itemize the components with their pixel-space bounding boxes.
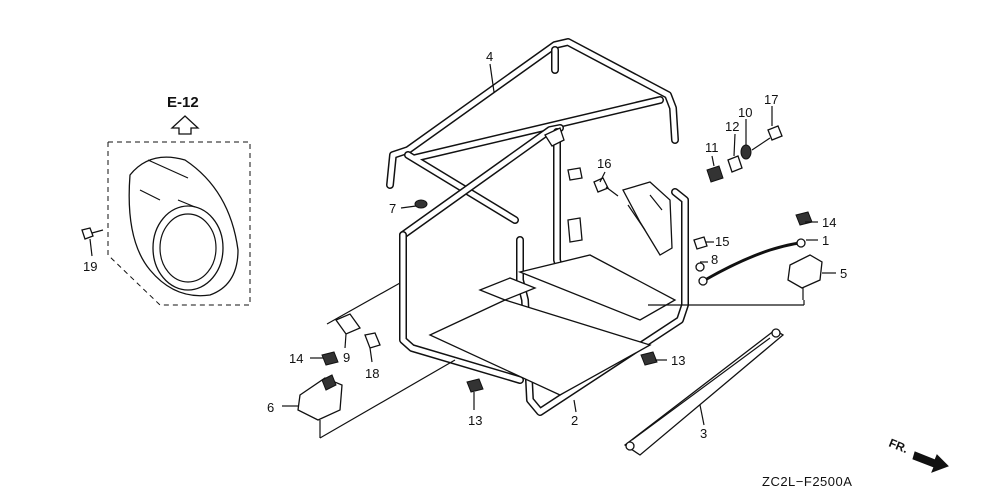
washer-8-icon xyxy=(695,262,705,272)
callout-10[interactable]: 10 xyxy=(738,105,752,120)
rubber-mount-5 xyxy=(787,254,823,300)
cap-7-icon xyxy=(414,199,428,209)
callout-13-bottom[interactable]: 13 xyxy=(468,413,482,428)
ground-cable-1 xyxy=(704,241,801,282)
callout-9[interactable]: 9 xyxy=(343,350,350,365)
callout-1[interactable]: 1 xyxy=(822,233,829,248)
front-arrow-icon xyxy=(912,451,949,473)
bolt-17-icon xyxy=(767,125,783,141)
reference-group: E-12 xyxy=(167,94,200,135)
fan-cover-assembly xyxy=(81,141,251,306)
washer-10-icon xyxy=(740,144,752,160)
callout-16[interactable]: 16 xyxy=(597,156,611,171)
callout-11[interactable]: 11 xyxy=(705,140,719,155)
callout-17[interactable]: 17 xyxy=(764,92,778,107)
rubber-mount-6 xyxy=(297,374,343,438)
callout-14-left[interactable]: 14 xyxy=(289,351,303,366)
nut-14-left-icon xyxy=(321,351,339,366)
callout-12[interactable]: 12 xyxy=(725,119,739,134)
callout-2[interactable]: 2 xyxy=(571,413,578,428)
nut-14-right-icon xyxy=(795,211,813,226)
bolt-18-icon xyxy=(364,332,381,349)
main-frame xyxy=(386,38,689,416)
fan-cover-opening xyxy=(152,205,224,291)
callout-19[interactable]: 19 xyxy=(83,259,97,274)
callout-5[interactable]: 5 xyxy=(840,266,847,281)
drawing-code: ZC2L−F2500A xyxy=(762,474,852,489)
front-direction-label: FR. xyxy=(887,436,910,456)
spacer-12-icon xyxy=(727,155,743,173)
callout-7[interactable]: 7 xyxy=(389,201,396,216)
front-direction-indicator: FR. xyxy=(887,436,949,473)
bolt-19-icon xyxy=(81,227,104,240)
callout-14-right[interactable]: 14 xyxy=(822,215,836,230)
reference-section-label[interactable]: E-12 xyxy=(167,94,199,111)
up-arrow-icon xyxy=(170,115,200,135)
leader-lines xyxy=(89,63,836,439)
callout-15[interactable]: 15 xyxy=(715,234,729,249)
callout-6[interactable]: 6 xyxy=(267,400,274,415)
bracket-9-icon xyxy=(335,313,361,335)
support-rail xyxy=(623,328,785,456)
nut-13-bottom-icon xyxy=(466,378,484,393)
nut-13-right-icon xyxy=(640,351,658,366)
callout-18[interactable]: 18 xyxy=(365,366,379,381)
callout-8[interactable]: 8 xyxy=(711,252,718,267)
callout-4[interactable]: 4 xyxy=(486,49,493,64)
nut-11-icon xyxy=(706,165,724,183)
bolt-15-icon xyxy=(693,236,708,250)
callout-3[interactable]: 3 xyxy=(700,426,707,441)
callout-labels: 4 7 16 11 12 10 17 14 1 15 8 5 14 9 18 1… xyxy=(83,49,847,441)
callout-13-right[interactable]: 13 xyxy=(671,353,685,368)
